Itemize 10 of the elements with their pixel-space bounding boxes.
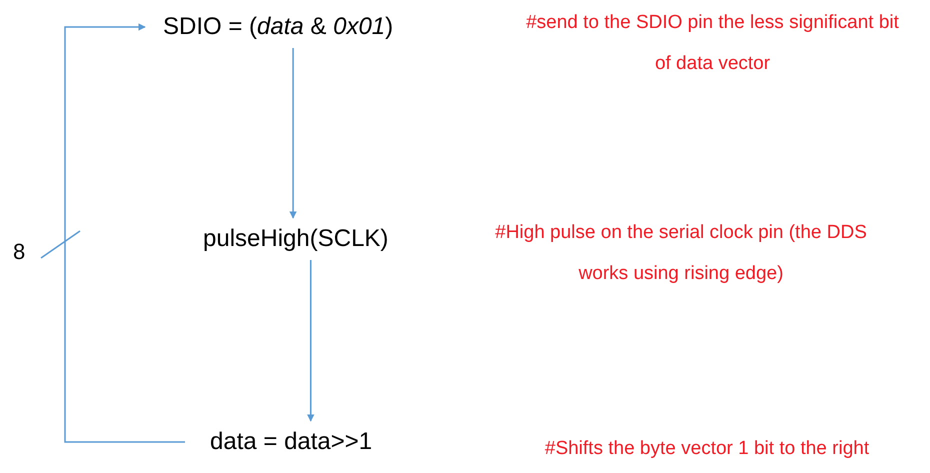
step-text: data = data>>1 [210, 427, 372, 457]
comment-text: #High pulse on the serial clock pin (the DDS works using rising edge) [495, 221, 867, 286]
step-text: pulseHigh(SCLK) [203, 224, 388, 254]
arrow [289, 48, 297, 219]
comment-text: #send to the SDIO pin the less significant bit of data vector [525, 11, 900, 76]
comment-text: #Shifts the byte vector 1 bit to the right [544, 437, 870, 461]
arrow [64, 23, 185, 443]
step-text: SDIO = (data & 0x01) [163, 12, 394, 42]
bus-width-label: 8 [13, 238, 26, 266]
arrow [306, 260, 314, 422]
